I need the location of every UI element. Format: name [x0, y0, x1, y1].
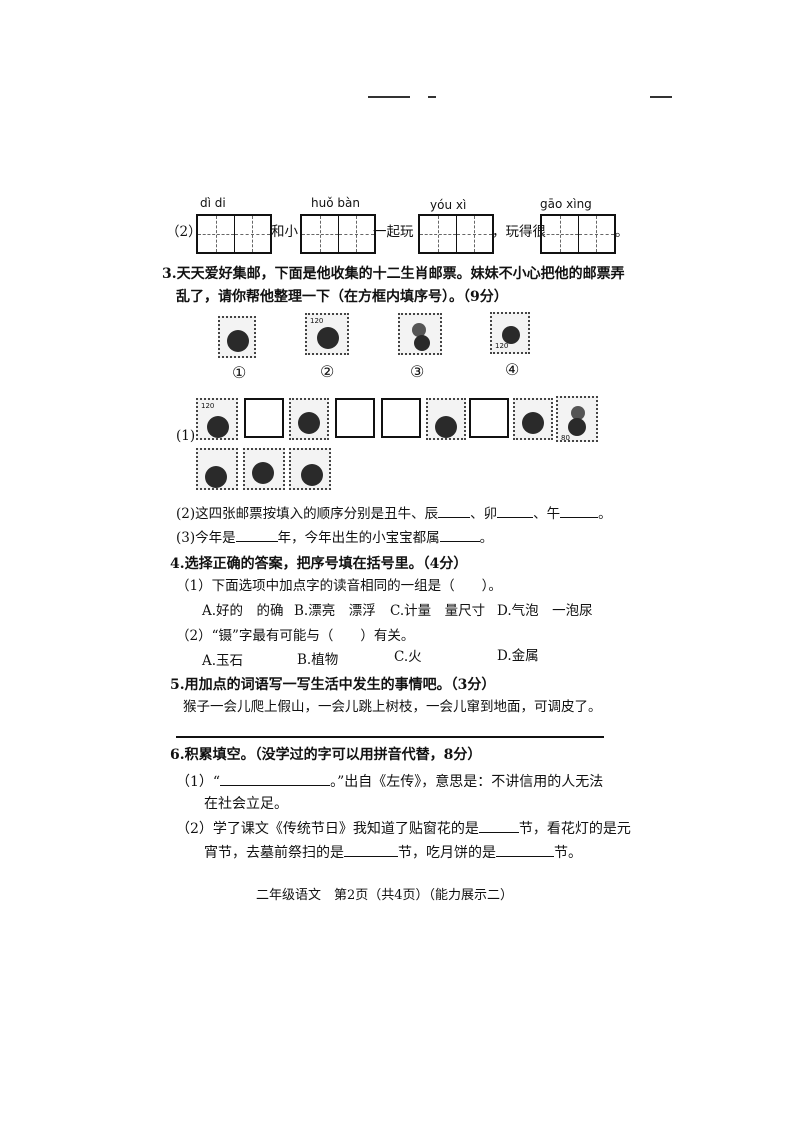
pinyin-3: yóu xì: [430, 198, 467, 212]
q3-part2: (2)这四张邮票按填入的顺序分别是丑牛、辰、卯、午。: [176, 506, 612, 522]
stamp-dragon: [218, 316, 256, 358]
label-3: ③: [410, 362, 425, 381]
label-1: ①: [232, 363, 247, 382]
q3-part1-label: (1): [176, 428, 196, 444]
pinyin-1: dì di: [200, 196, 226, 210]
q6-title: 6.积累填空。（没学过的字可以用拼音代替，8分）: [170, 747, 482, 763]
q4-option-b[interactable]: B.漂亮 漂浮: [294, 603, 376, 619]
stamp-tiger: [289, 398, 329, 440]
q2-number: （2）: [166, 224, 202, 240]
stamp-snake: [426, 398, 466, 440]
stamp-rooster: [196, 448, 238, 490]
q4-option2-c[interactable]: C.火: [394, 649, 422, 665]
stamp-monkey: 80: [556, 396, 598, 442]
label-2: ②: [320, 362, 335, 381]
tianzige-1[interactable]: [196, 214, 272, 254]
q4-option2-d[interactable]: D.金属: [497, 648, 539, 664]
stamp-rat: 120: [196, 398, 238, 440]
scan-mark: [368, 96, 410, 98]
stamp-ox: 120: [305, 313, 349, 355]
q6-sub2-cont: 宵节，去墓前祭扫的是节，吃月饼的是节。: [204, 845, 582, 861]
label-4: ④: [505, 360, 520, 379]
q4-option2-a[interactable]: A.玉石: [202, 653, 244, 669]
q4-option-a[interactable]: A.好的 的确: [202, 603, 284, 619]
scan-mark: [650, 96, 672, 98]
stamp-dog: [243, 448, 285, 490]
answer-box-3[interactable]: [381, 398, 421, 438]
answer-box-1[interactable]: [244, 398, 284, 438]
q4-option-c[interactable]: C.计量 量尺寸: [390, 603, 486, 619]
tianzige-2[interactable]: [300, 214, 376, 254]
pinyin-4: gāo xìng: [540, 197, 592, 211]
q2-text-1: 和小: [271, 224, 298, 240]
q5-sentence: 猴子一会儿爬上假山，一会儿跳上树枝，一会儿窜到地面，可调皮了。: [183, 699, 602, 715]
q3-part3: (3)今年是年，今年出生的小宝宝都属。: [176, 530, 494, 546]
q6-sub1: （1）“。”出自《左传》，意思是：不讲信用的人无法: [176, 774, 604, 790]
stamp-horse: 120: [490, 312, 530, 354]
pinyin-2: huǒ bàn: [311, 196, 360, 210]
stamp-rabbit: [398, 313, 442, 355]
q4-option-d[interactable]: D.气泡 一泡尿: [497, 603, 593, 619]
q2-text-2: 一起玩: [373, 224, 414, 240]
q5-answer-line[interactable]: [176, 736, 604, 738]
q3-title: 3.天天爱好集邮，下面是他收集的十二生肖邮票。妹妹不小心把他的邮票弄: [162, 266, 625, 282]
tianzige-4[interactable]: [540, 214, 616, 254]
q5-title: 5.用加点的词语写一写生活中发生的事情吧。（3分）: [170, 677, 496, 693]
tianzige-3[interactable]: [418, 214, 494, 254]
answer-box-2[interactable]: [335, 398, 375, 438]
stamp-pig: [289, 448, 331, 490]
q6-sub2: （2）学了课文《传统节日》我知道了贴窗花的是节，看花灯的是元: [176, 821, 631, 837]
q2-text-3: ，玩得很: [492, 224, 546, 240]
q4-sub2: （2）“镊”字最有可能与（ ）有关。: [176, 628, 415, 644]
answer-box-4[interactable]: [469, 398, 509, 438]
page-footer: 二年级语文 第2页（共4页）（能力展示二）: [256, 888, 514, 903]
q4-option2-b[interactable]: B.植物: [297, 652, 339, 668]
q2-text-4: 。: [615, 224, 629, 240]
q6-sub1-cont: 在社会立足。: [204, 796, 288, 812]
q3-title-2: 乱了，请你帮他整理一下（在方框内填序号）。（9分）: [176, 289, 508, 305]
q4-title: 4.选择正确的答案，把序号填在括号里。（4分）: [170, 556, 468, 572]
q4-sub1: （1）下面选项中加点字的读音相同的一组是（ ）。: [176, 578, 502, 594]
stamp-goat: [513, 398, 553, 440]
scan-mark: [428, 96, 436, 98]
